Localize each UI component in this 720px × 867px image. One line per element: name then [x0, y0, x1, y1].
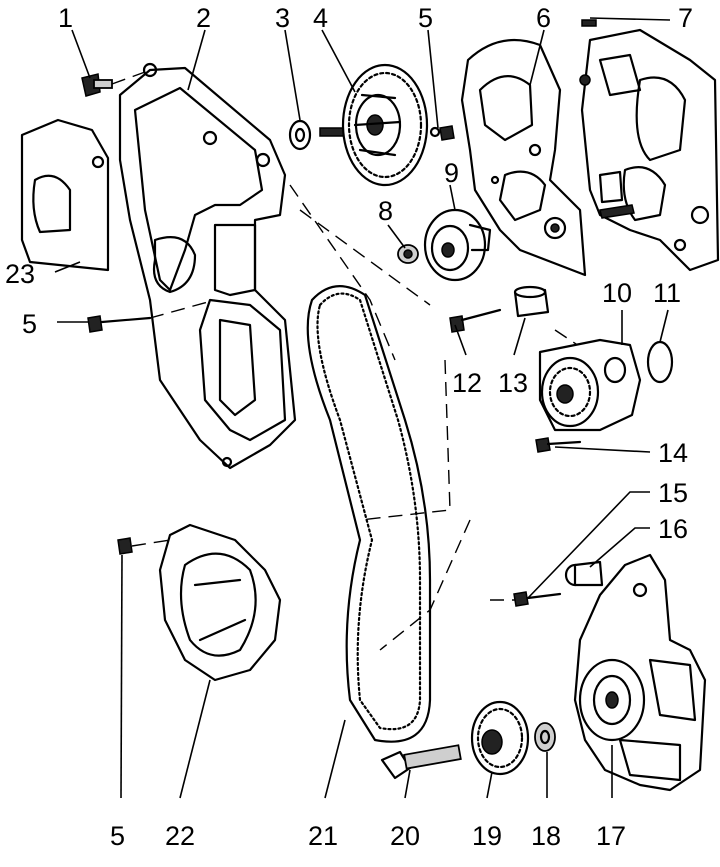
label-16: 16 [658, 514, 688, 544]
part-5-long-bolt [87, 299, 216, 333]
label-21: 21 [308, 821, 338, 851]
part-7-engine-block [579, 19, 720, 272]
part-13-idler-roller [513, 285, 550, 318]
label-18: 18 [531, 821, 561, 851]
label-3: 3 [275, 3, 290, 33]
label-9: 9 [444, 158, 459, 188]
part-16-bushing [564, 560, 604, 587]
part-9-tensioner [423, 208, 492, 282]
part-1-bolt [81, 62, 158, 97]
label-19: 19 [472, 821, 502, 851]
leader-lines [54, 17, 671, 799]
label-5-left: 5 [22, 309, 37, 339]
label-17: 17 [596, 821, 626, 851]
part-20-crank-bolt [380, 744, 462, 780]
label-23: 23 [5, 259, 35, 289]
part-8-nut [397, 244, 419, 264]
part-14-bolt [535, 437, 582, 453]
part-3-washer [288, 119, 349, 151]
part-18-washer [534, 722, 556, 752]
part-19-crank-sprocket [470, 700, 530, 776]
part-17-oil-pump-housing [573, 553, 707, 792]
label-11: 11 [653, 278, 681, 308]
label-14: 14 [658, 438, 688, 468]
label-15: 15 [658, 478, 688, 508]
label-2: 2 [196, 3, 211, 33]
label-1: 1 [58, 3, 73, 33]
label-4: 4 [313, 3, 328, 33]
label-20: 20 [390, 821, 420, 851]
part-21-timing-belt [306, 285, 432, 743]
part-11-o-ring [646, 340, 674, 384]
label-5-bottom: 5 [110, 821, 125, 851]
label-7: 7 [678, 3, 693, 33]
label-8: 8 [378, 196, 393, 226]
label-6: 6 [536, 3, 551, 33]
label-13: 13 [498, 368, 528, 398]
part-10-water-pump [538, 338, 642, 432]
part-12-bolt [449, 308, 502, 333]
part-15-bolt [513, 591, 562, 607]
part-5-bolt-upper [429, 125, 455, 141]
label-10: 10 [602, 278, 632, 308]
label-22: 22 [165, 821, 195, 851]
part-2-upper-timing-cover [118, 66, 297, 470]
label-12: 12 [452, 368, 482, 398]
label-5-top: 5 [418, 3, 433, 33]
part-4-camshaft-sprocket [341, 63, 429, 187]
part-6-rear-cover [460, 38, 587, 277]
part-5-bolt-lower [117, 537, 171, 555]
part-23-side-cover [20, 118, 110, 272]
part-number-labels: 1 2 3 4 5 6 7 8 9 23 5 10 11 12 13 14 15… [5, 3, 693, 851]
part-22-lower-cover [158, 523, 282, 682]
